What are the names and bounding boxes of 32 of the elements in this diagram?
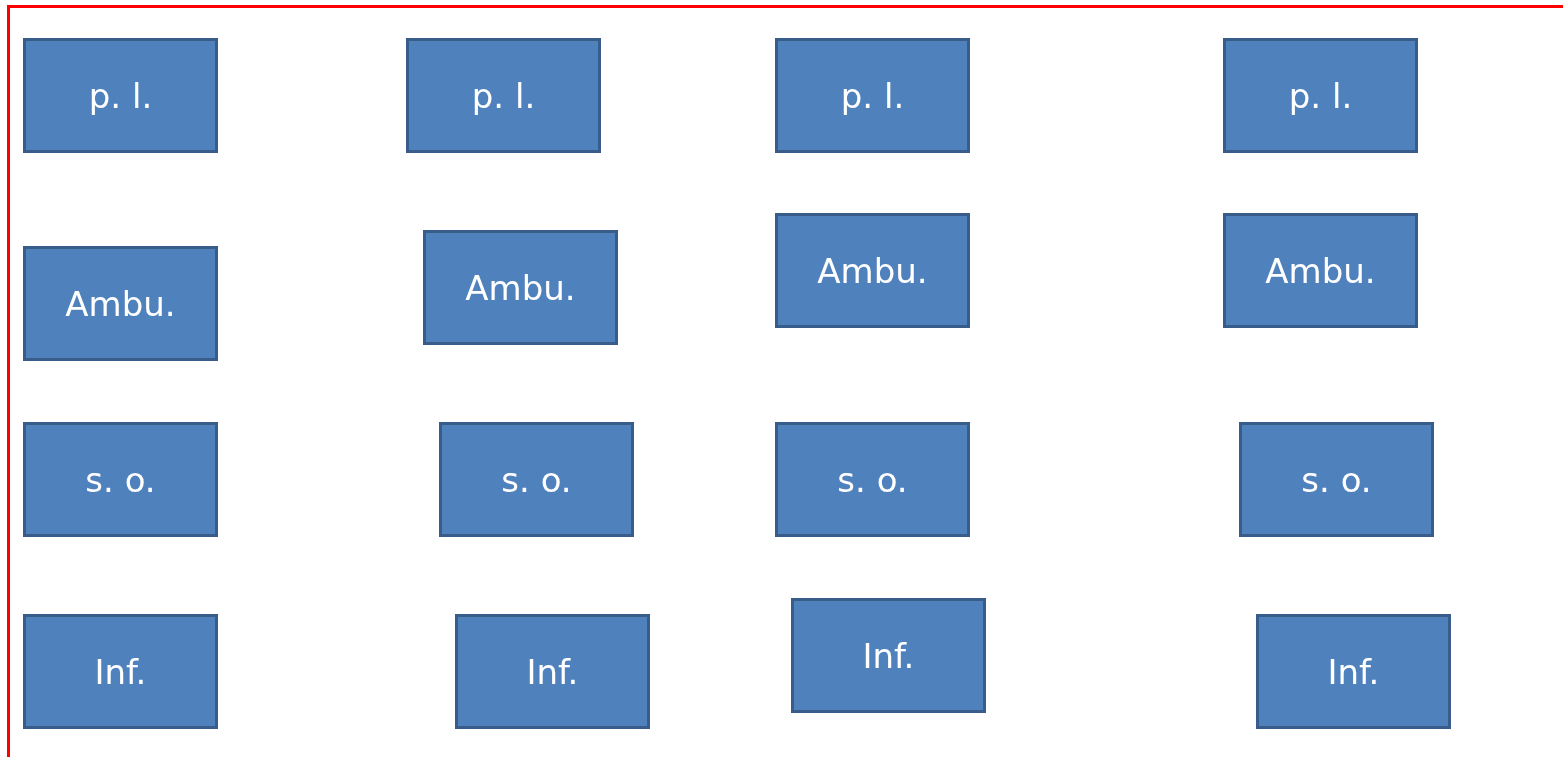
process-box xyxy=(1223,38,1418,153)
process-box xyxy=(423,230,618,345)
process-box xyxy=(406,38,601,153)
box-label: p. l. xyxy=(1288,75,1353,116)
box-label: p. l. xyxy=(840,75,905,116)
process-box xyxy=(23,422,218,537)
box-label: p. l. xyxy=(88,75,153,116)
box-label: s. o. xyxy=(837,459,908,500)
process-box xyxy=(1223,213,1418,328)
box-label: Ambu. xyxy=(817,250,928,291)
box-label: s. o. xyxy=(85,459,156,500)
process-box xyxy=(1256,614,1451,729)
process-box xyxy=(775,38,970,153)
process-box xyxy=(23,614,218,729)
box-label: s. o. xyxy=(1301,459,1372,500)
process-box xyxy=(439,422,634,537)
box-label: Inf. xyxy=(862,635,915,676)
box-label: Ambu. xyxy=(65,283,176,324)
process-box xyxy=(775,422,970,537)
box-label: Ambu. xyxy=(465,267,576,308)
process-box xyxy=(1239,422,1434,537)
process-box xyxy=(23,38,218,153)
box-label: Inf. xyxy=(526,651,579,692)
box-label: s. o. xyxy=(501,459,572,500)
box-label: Inf. xyxy=(94,651,147,692)
box-label: Inf. xyxy=(1327,651,1380,692)
process-box xyxy=(791,598,986,713)
box-label: p. l. xyxy=(471,75,536,116)
process-box xyxy=(23,246,218,361)
process-box xyxy=(455,614,650,729)
box-label: Ambu. xyxy=(1265,250,1376,291)
process-box xyxy=(775,213,970,328)
